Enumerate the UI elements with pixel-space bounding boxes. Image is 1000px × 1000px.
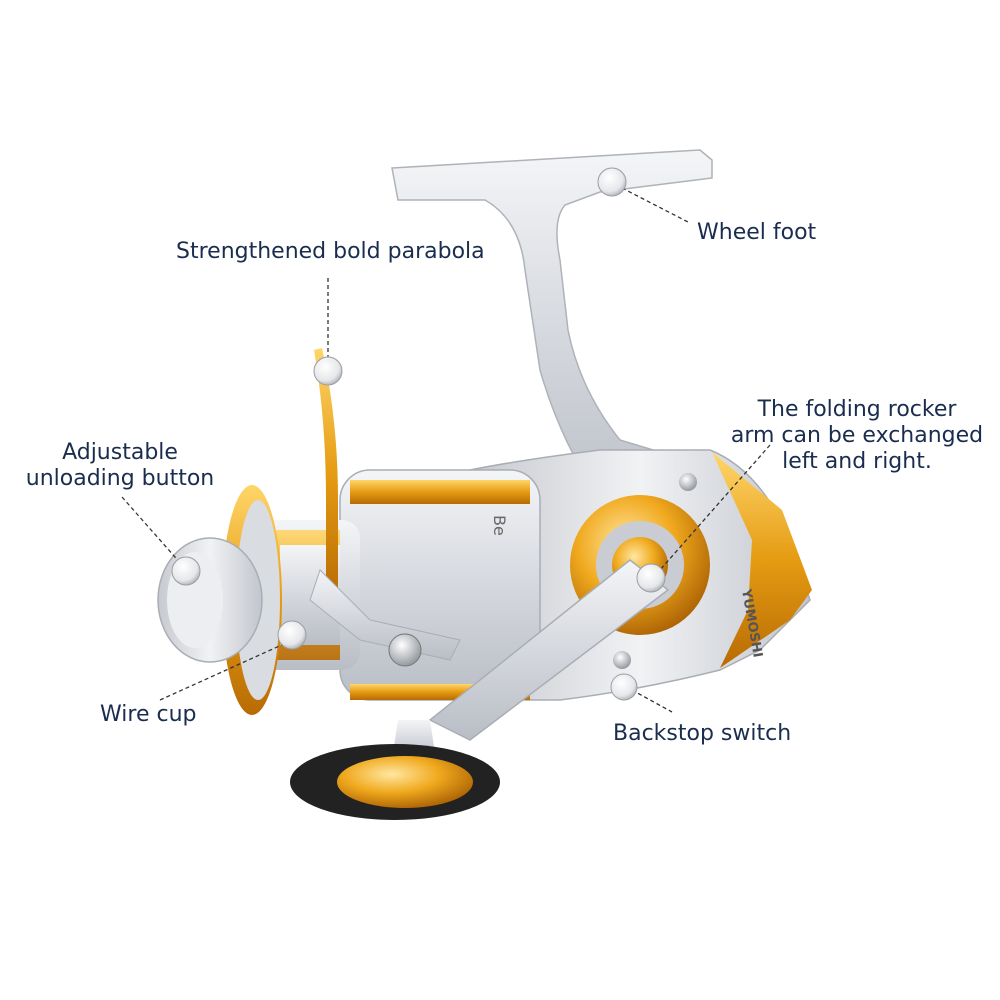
callout-dot-folding-arm xyxy=(636,563,666,593)
folding-arm-label-line-3: left and right. xyxy=(782,449,932,474)
bail-arm xyxy=(309,348,461,667)
unloading-button-label: Adjustable unloading button xyxy=(22,440,218,492)
callout-dot-wheel-foot xyxy=(597,167,627,197)
folding-arm-label: The folding rocker arm can be exchanged … xyxy=(728,397,986,475)
callout-dots xyxy=(171,167,666,701)
leader-lines xyxy=(121,187,771,713)
body-marking: Be xyxy=(490,515,509,536)
crank-handle xyxy=(290,559,670,820)
backstop-switch-label: Backstop switch xyxy=(613,721,792,746)
unloading-button-label-line-2: unloading button xyxy=(25,466,215,491)
callout-dot-unloading xyxy=(171,556,201,586)
callout-dot-backstop xyxy=(610,673,638,701)
callout-dot-parabola xyxy=(313,356,343,386)
folding-arm-label-line-1: The folding rocker xyxy=(757,397,957,422)
drag-knob xyxy=(157,485,282,715)
unloading-button-label-line-1: Adjustable xyxy=(62,440,178,465)
spool: Be xyxy=(240,469,541,701)
bold-parabola-label: Strengthened bold parabola xyxy=(176,239,485,264)
folding-arm-label-line-2: arm can be exchanged xyxy=(730,423,984,448)
wire-cup-label: Wire cup xyxy=(100,702,197,727)
callout-dot-wire-cup xyxy=(277,620,307,650)
wheel-foot-label: Wheel foot xyxy=(697,220,817,245)
